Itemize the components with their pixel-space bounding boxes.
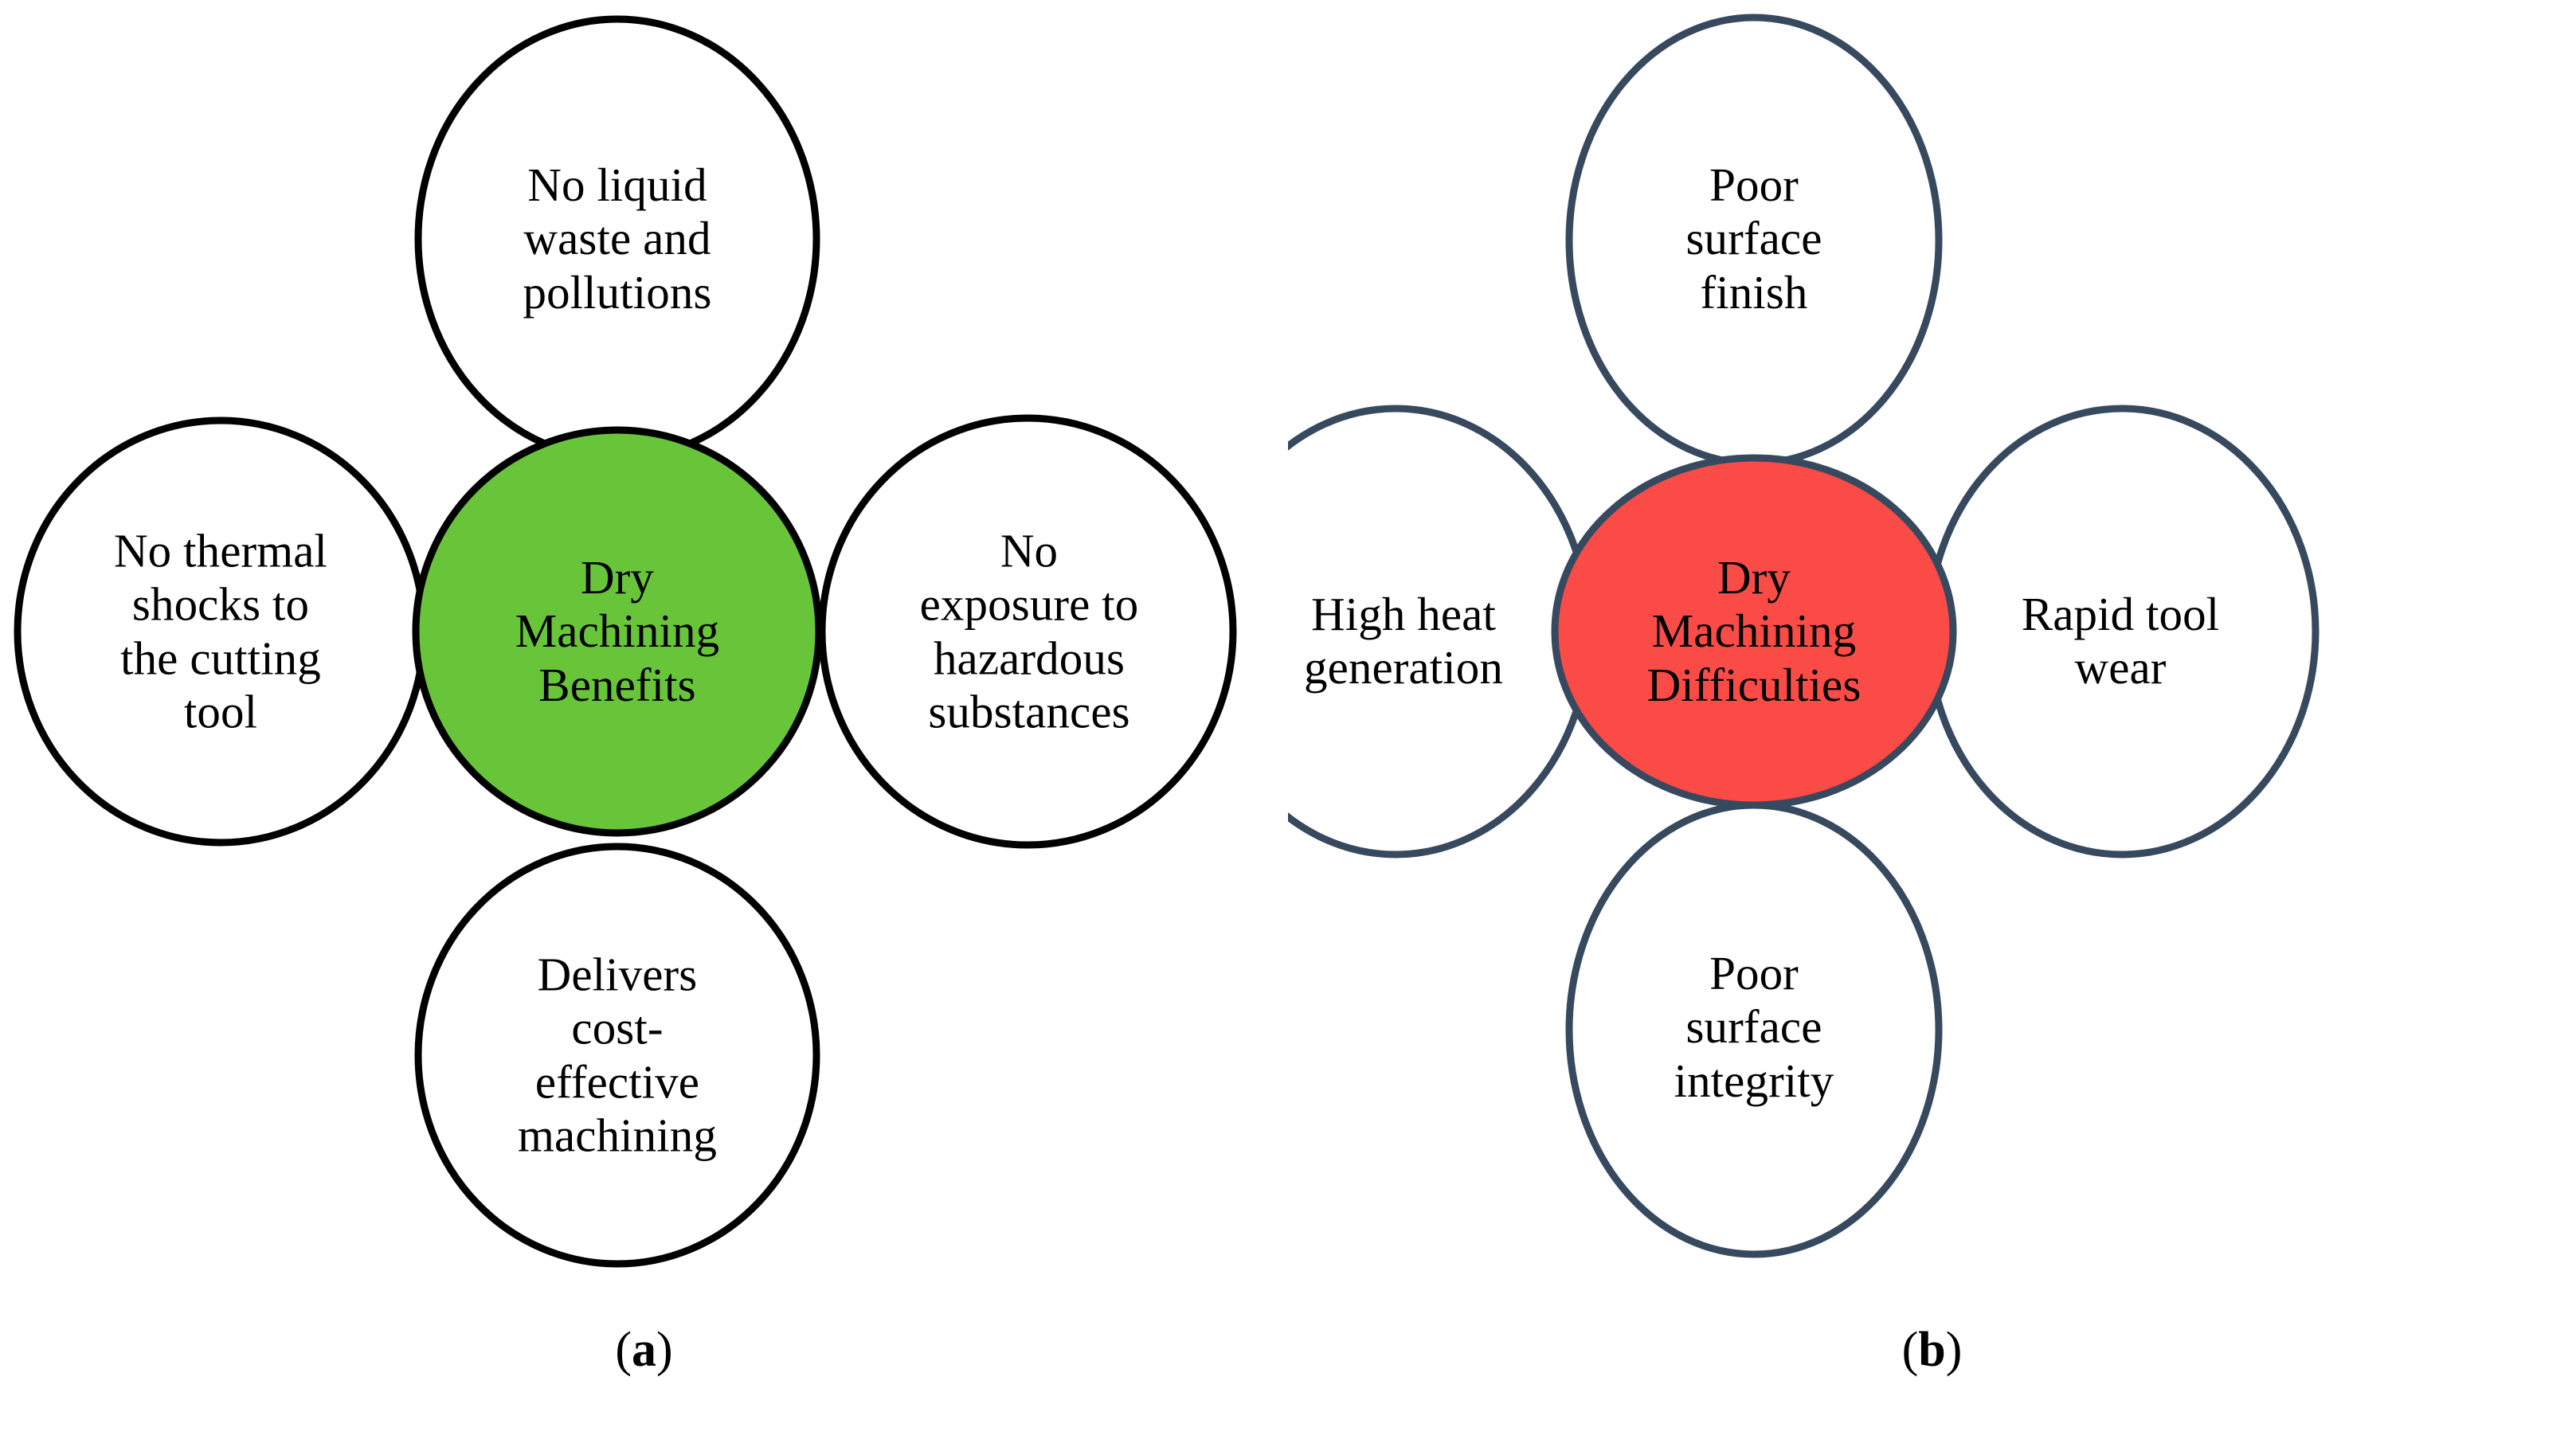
difficulty-rapid-tool-wear: Rapid tool wear <box>2021 587 2220 694</box>
dry-machining-difficulties-center: Dry Machining Difficulties <box>1646 551 1862 711</box>
panel-a-caption: (a) <box>0 1322 1288 1379</box>
panel-b-caption-open: ( <box>1901 1323 1919 1377</box>
panel-a-caption-close: ) <box>656 1323 673 1377</box>
panel-a-caption-open: ( <box>615 1323 632 1377</box>
benefit-no-thermal-shocks: No thermal shocks to the cutting tool <box>113 524 328 738</box>
panel-b-caption-letter: b <box>1918 1323 1946 1377</box>
benefit-no-liquid-waste: No liquid waste and pollutions <box>523 158 712 319</box>
difficulty-poor-surface-integrity: Poor surface integrity <box>1674 947 1834 1107</box>
panel-a-circles <box>14 15 1237 1268</box>
difficulty-poor-surface-finish: Poor surface finish <box>1685 158 1822 319</box>
panel-a-dry-machining-benefits: No liquid waste and pollutions No therma… <box>0 0 1288 1379</box>
panel-b-circles <box>1288 14 2320 1258</box>
panel-b-caption: (b) <box>1288 1322 2576 1379</box>
panel-a-labels: No liquid waste and pollutions No therma… <box>0 0 1288 1322</box>
dry-machining-benefits-center: Dry Machining Benefits <box>515 551 720 711</box>
panel-b-labels: Poor surface finish High heat generation… <box>1288 0 2576 1322</box>
panel-a-caption-letter: a <box>632 1323 656 1377</box>
benefit-no-exposure-hazardous: No exposure to hazardous substances <box>919 524 1139 738</box>
benefit-cost-effective: Delivers cost- effective machining <box>518 948 717 1162</box>
difficulty-high-heat-generation: High heat generation <box>1304 587 1503 694</box>
panel-b-caption-close: ) <box>1945 1323 1963 1377</box>
benefit-cost-effective-circle[interactable] <box>414 843 820 1268</box>
dry-machining-difficulties-circle[interactable] <box>1551 454 1957 809</box>
panel-b-dry-machining-difficulties: Poor surface finish High heat generation… <box>1288 0 2576 1451</box>
dry-machining-benefits-circle[interactable] <box>412 426 823 837</box>
